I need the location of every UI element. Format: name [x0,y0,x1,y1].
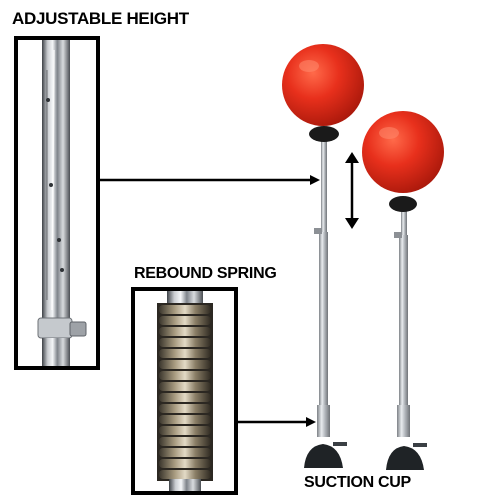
suction-lever [413,443,427,447]
callout-rebound-spring [238,417,316,427]
rebound-spring-label: REBOUND SPRING [134,265,277,282]
ball-neck [389,196,417,212]
punching-bag-back [362,111,444,470]
height-clamp [394,232,402,238]
suction-cup-base [304,444,343,468]
suction-cup-label: SUCTION CUP [304,474,411,491]
chrome-pole [42,40,70,366]
adjustable-height-label: ADJUSTABLE HEIGHT [12,9,189,28]
ball-highlight [379,127,399,139]
ball-neck [309,126,339,142]
clamp-knob [69,321,87,337]
ball-highlight [299,60,319,72]
pole-upper [401,205,407,255]
spring-housing [317,405,330,437]
punching-bag-front [282,44,364,468]
pole-lower [399,235,408,410]
ball [362,111,444,193]
clamp-collar [37,317,73,339]
adjustable-height-closeup [14,36,100,370]
spring-housing [397,405,410,437]
height-clamp [314,228,322,234]
suction-cup-base [386,446,424,470]
spring-coils [157,303,213,481]
spring-closeup-image [135,291,234,491]
pole-lower [319,232,328,412]
pole-upper [321,140,327,232]
callout-adjustable-height [100,175,320,185]
ball [282,44,364,126]
pole-closeup-image [18,40,96,366]
height-arrow-icon [345,152,359,229]
rebound-spring-closeup [131,287,238,495]
suction-lever [333,442,347,446]
